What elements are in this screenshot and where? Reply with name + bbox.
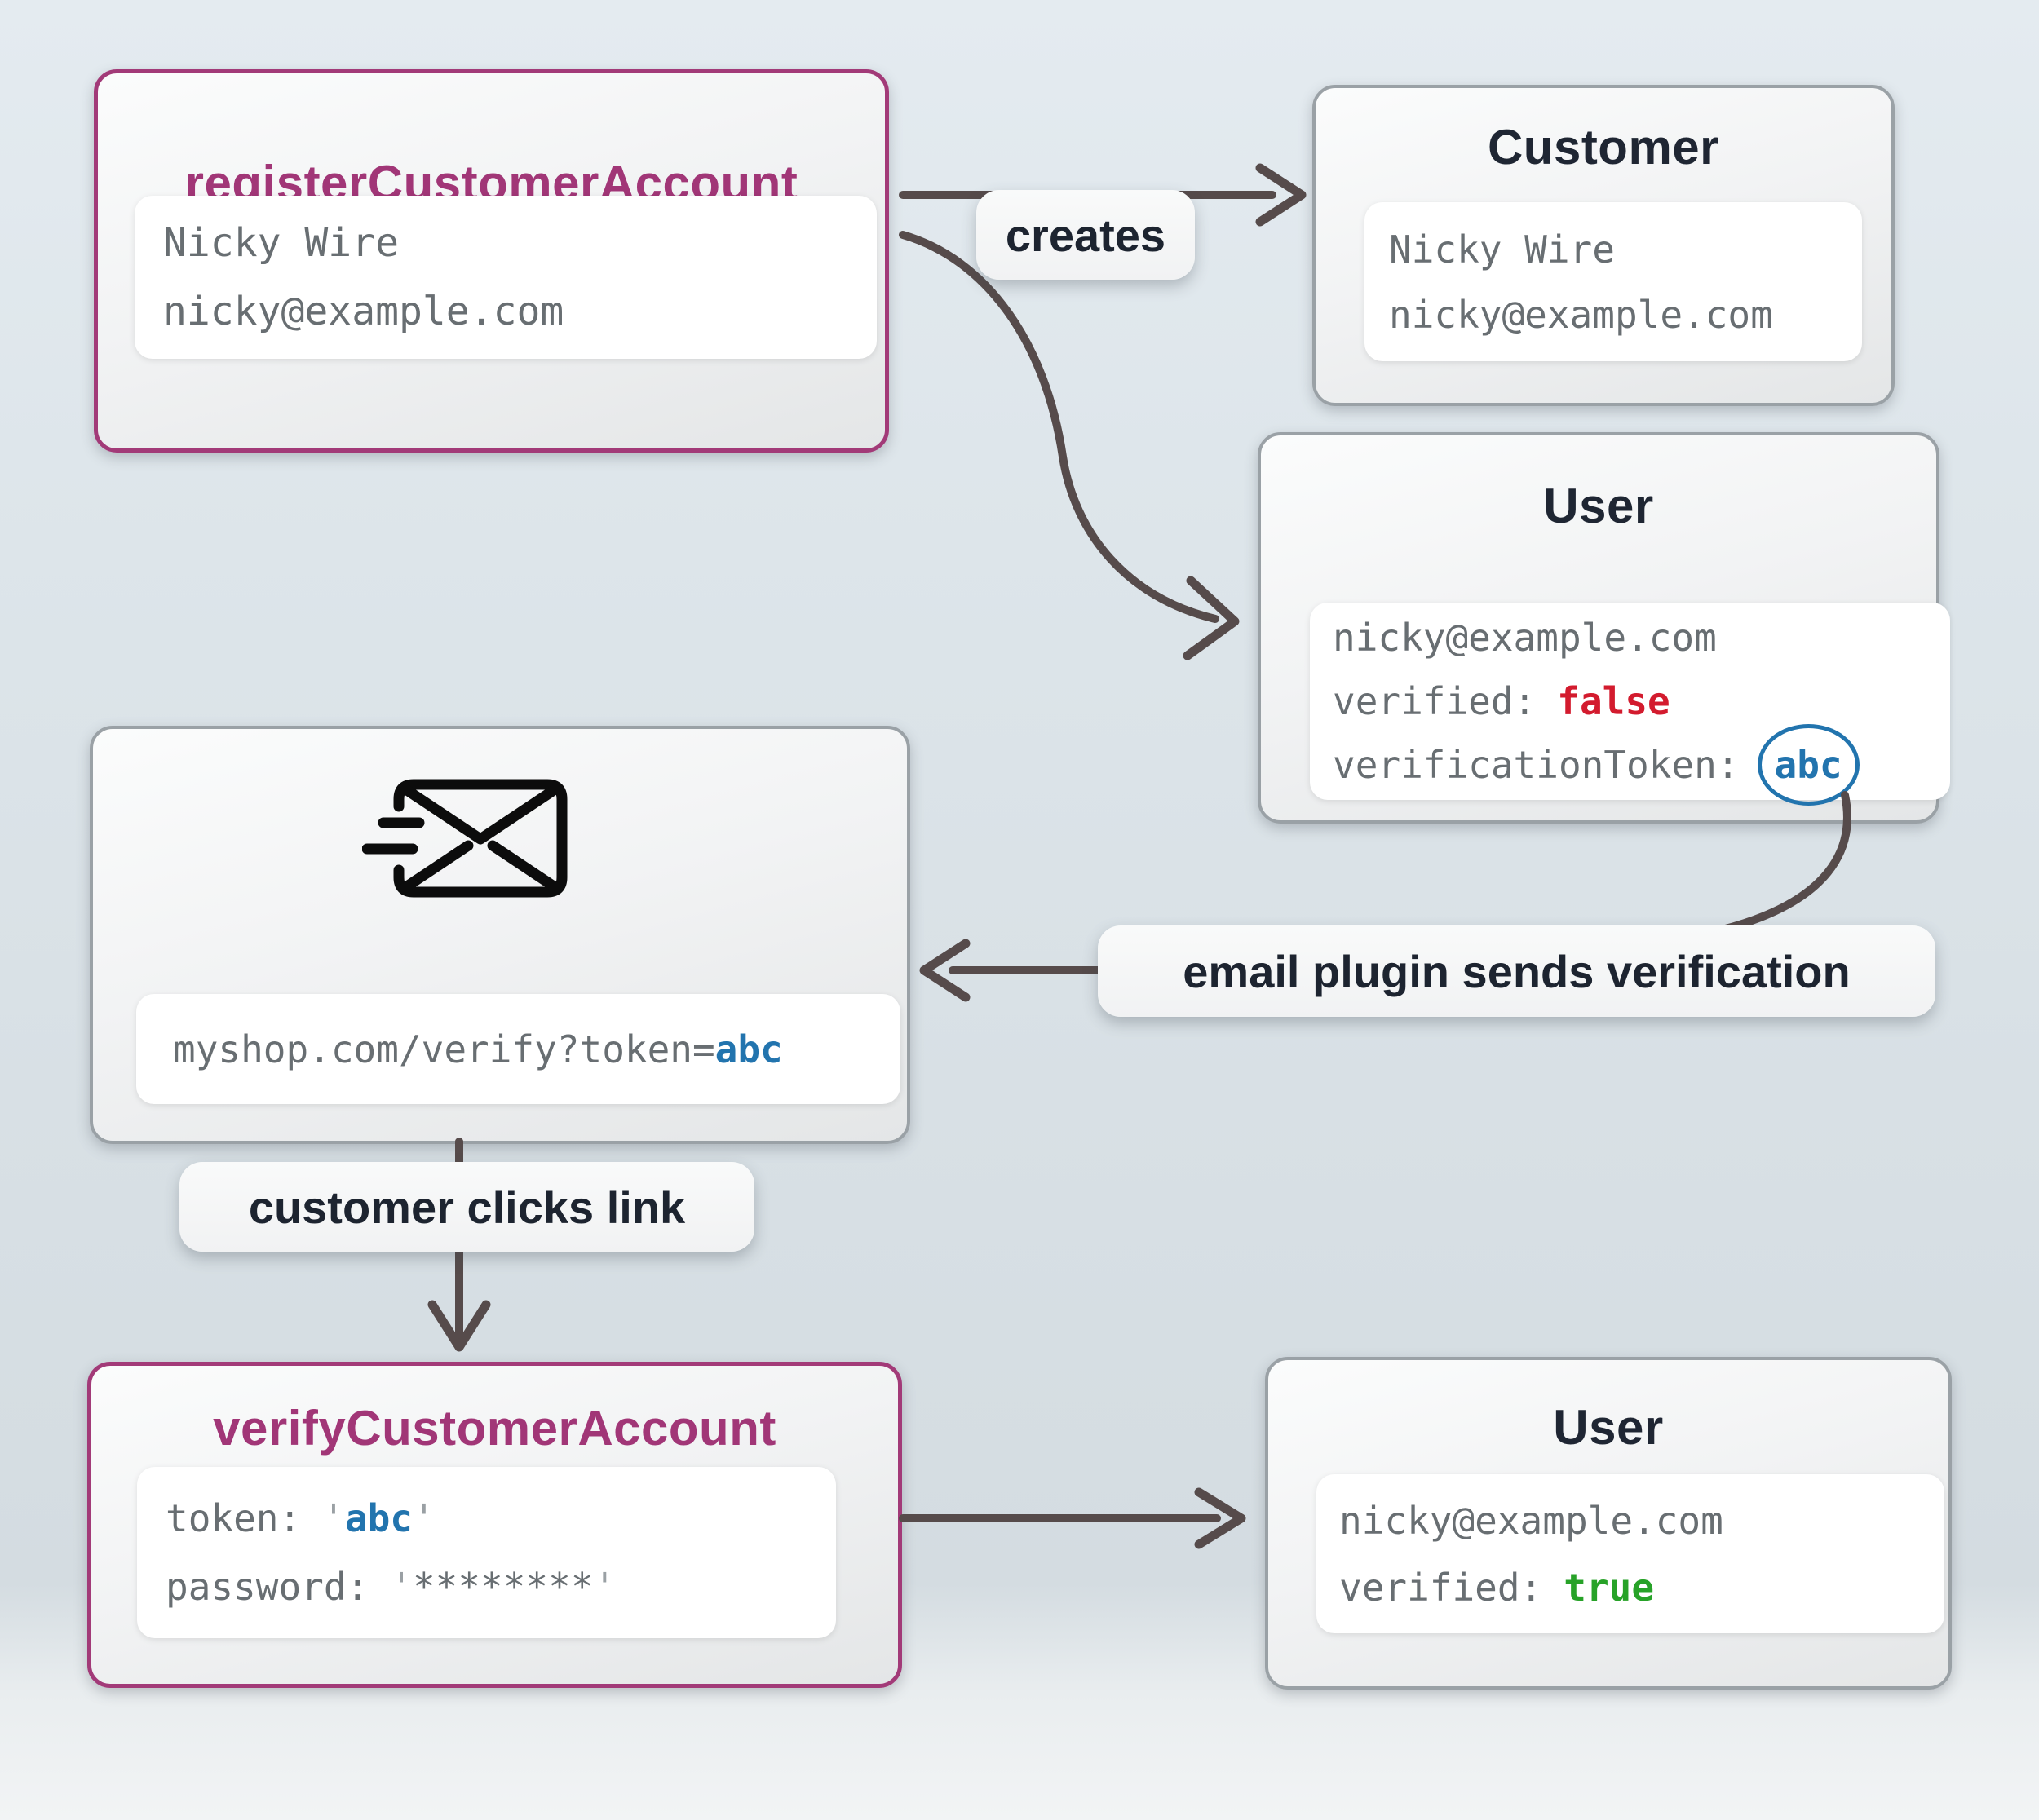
user-verified-email-line: nicky@example.com — [1339, 1498, 1723, 1543]
creates-arrowhead-icon — [1255, 163, 1307, 227]
user-verified-title: User — [1553, 1400, 1664, 1455]
verified-key: verified: — [1333, 679, 1537, 723]
user-unverified-email-line: nicky@example.com — [1333, 616, 1717, 660]
node-verification-email: myshop.com/verify?token=abc — [90, 726, 910, 1144]
password-key: password: — [166, 1565, 369, 1609]
node-user-verified: User nicky@example.com verified: true — [1265, 1357, 1952, 1690]
creates-curve-arrowhead-icon — [1183, 576, 1240, 660]
verify-payload: token:'abc' password:'********' — [137, 1467, 836, 1638]
register-email-line: nicky@example.com — [163, 289, 564, 334]
token-value: abc — [1774, 743, 1842, 787]
token-to-label-curve — [1718, 791, 1851, 934]
label-email-plugin-sends-verification: email plugin sends verification — [1098, 925, 1935, 1017]
close-quote: ' — [412, 1496, 436, 1540]
customer-email-line: nicky@example.com — [1389, 292, 1773, 337]
user-unverified-verified-line: verified: false — [1333, 679, 1950, 723]
node-verify-customer-account: verifyCustomerAccount token:'abc' passwo… — [87, 1362, 902, 1688]
verify-token-value: abc — [344, 1496, 413, 1540]
user-unverified-payload: nicky@example.com verified: false verific… — [1310, 603, 1950, 806]
customer-payload: Nicky Wire nicky@example.com — [1364, 202, 1862, 361]
url-token-value: abc — [714, 1027, 783, 1071]
verify-arrowhead-icon — [1194, 1487, 1246, 1549]
node-customer: Customer Nicky Wire nicky@example.com — [1312, 85, 1895, 406]
plugin-arrowhead-icon — [919, 939, 971, 1002]
node-register-customer-account: registerCustomerAccount Nicky Wire nicky… — [94, 69, 889, 453]
user-verified-payload: nicky@example.com verified: true — [1316, 1474, 1944, 1633]
user-unverified-token-line: verificationToken: abc — [1333, 724, 1950, 806]
label-customer-clicks-link: customer clicks link — [179, 1162, 754, 1252]
verified-value-false: false — [1557, 679, 1670, 723]
verification-url-box: myshop.com/verify?token=abc — [136, 994, 900, 1104]
open-quote: ' — [390, 1565, 413, 1609]
creates-curve-line — [899, 231, 1219, 623]
verify-title: verifyCustomerAccount — [213, 1401, 776, 1456]
customer-title: Customer — [1487, 120, 1720, 174]
register-name-line: Nicky Wire — [163, 220, 399, 266]
mail-send-icon — [361, 774, 582, 900]
password-value: ******** — [412, 1565, 594, 1609]
label-creates: creates — [976, 190, 1195, 280]
verify-token-line: token: 'abc' — [166, 1496, 836, 1540]
user-verified-verified-line: verified: true — [1339, 1566, 1944, 1610]
clicks-arrowhead-icon — [427, 1300, 491, 1352]
verification-token-key: verificationToken: — [1333, 743, 1740, 787]
close-quote: ' — [593, 1565, 617, 1609]
user-unverified-title: User — [1543, 479, 1654, 533]
node-user-unverified: User nicky@example.com verified: false ve… — [1258, 432, 1950, 824]
verify-password-line: password: '********' — [166, 1565, 836, 1609]
url-prefix: myshop.com/verify?token= — [173, 1027, 715, 1071]
register-payload: Nicky Wire nicky@example.com — [135, 196, 877, 359]
open-quote: ' — [322, 1496, 345, 1540]
token-highlight-circle: abc — [1757, 724, 1860, 806]
customer-name-line: Nicky Wire — [1389, 227, 1615, 272]
verification-url-line: myshop.com/verify?token=abc — [173, 1027, 900, 1071]
token-key: token: — [166, 1496, 302, 1540]
verified-value-true: true — [1564, 1565, 1655, 1610]
verified-key: verified: — [1339, 1565, 1543, 1610]
